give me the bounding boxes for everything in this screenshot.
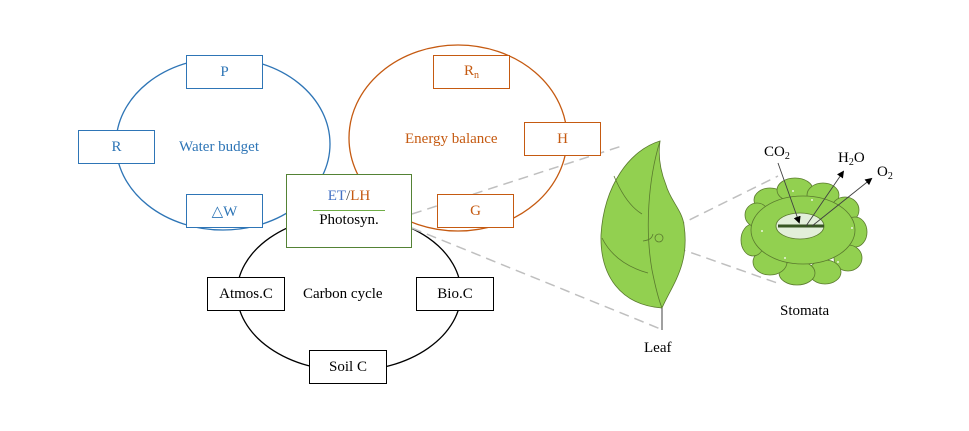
node-label: Rn bbox=[464, 63, 479, 81]
h2o-o: O bbox=[853, 150, 865, 166]
rn-main: R bbox=[463, 63, 474, 79]
carbon-node-bio: Bio.C bbox=[416, 277, 494, 311]
carbon-node-soil: Soil C bbox=[309, 350, 387, 384]
leaf-illustration bbox=[600, 140, 686, 330]
o2-label: O2 bbox=[877, 164, 893, 182]
node-label: Bio.C bbox=[437, 285, 473, 302]
node-label: △W bbox=[211, 203, 238, 220]
stomata-illustration bbox=[740, 162, 873, 286]
water-budget-title: Water budget bbox=[179, 139, 260, 155]
co2-subscript: 2 bbox=[784, 151, 790, 162]
h2o-h: H bbox=[838, 150, 849, 166]
energy-node-h: H bbox=[524, 122, 601, 156]
node-label: P bbox=[220, 63, 229, 80]
energy-node-rn: Rn bbox=[433, 55, 510, 89]
node-label: G bbox=[470, 202, 481, 219]
energy-node-g: G bbox=[437, 194, 514, 228]
node-label: Atmos.C bbox=[219, 285, 273, 302]
rn-subscript: n bbox=[474, 70, 479, 81]
zoom-line bbox=[411, 227, 664, 331]
energy-balance-title: Energy balance bbox=[405, 131, 498, 147]
leaf-label: Leaf bbox=[644, 340, 672, 356]
slash-text: / bbox=[346, 188, 351, 204]
et-lh-label: ET/LH bbox=[287, 188, 411, 205]
divider-line bbox=[313, 210, 385, 211]
center-et-photosyn-box: ET/LH Photosyn. bbox=[286, 174, 412, 248]
co2-label: CO2 bbox=[764, 144, 790, 162]
water-node-r: R bbox=[78, 130, 155, 164]
node-label: Soil C bbox=[329, 358, 367, 375]
h2o-label: H2O bbox=[838, 150, 865, 168]
water-node-p: P bbox=[186, 55, 263, 89]
et-text: ET bbox=[327, 188, 347, 204]
node-label: R bbox=[111, 138, 122, 155]
o2-main: O bbox=[877, 164, 888, 180]
carbon-node-atmos: Atmos.C bbox=[207, 277, 285, 311]
o2-subscript: 2 bbox=[887, 171, 893, 182]
lh-text: LH bbox=[350, 188, 371, 204]
h2o-arrow bbox=[805, 170, 845, 227]
stomata-label: Stomata bbox=[780, 303, 830, 319]
o2-arrow bbox=[811, 177, 873, 227]
node-label: H bbox=[557, 130, 568, 147]
photosyn-label: Photosyn. bbox=[319, 212, 379, 228]
co2-main: CO bbox=[764, 144, 785, 160]
h2o-subscript: 2 bbox=[848, 157, 854, 168]
carbon-cycle-title: Carbon cycle bbox=[303, 286, 383, 302]
co2-arrow bbox=[777, 162, 801, 224]
water-node-delta-w: △W bbox=[186, 194, 263, 228]
